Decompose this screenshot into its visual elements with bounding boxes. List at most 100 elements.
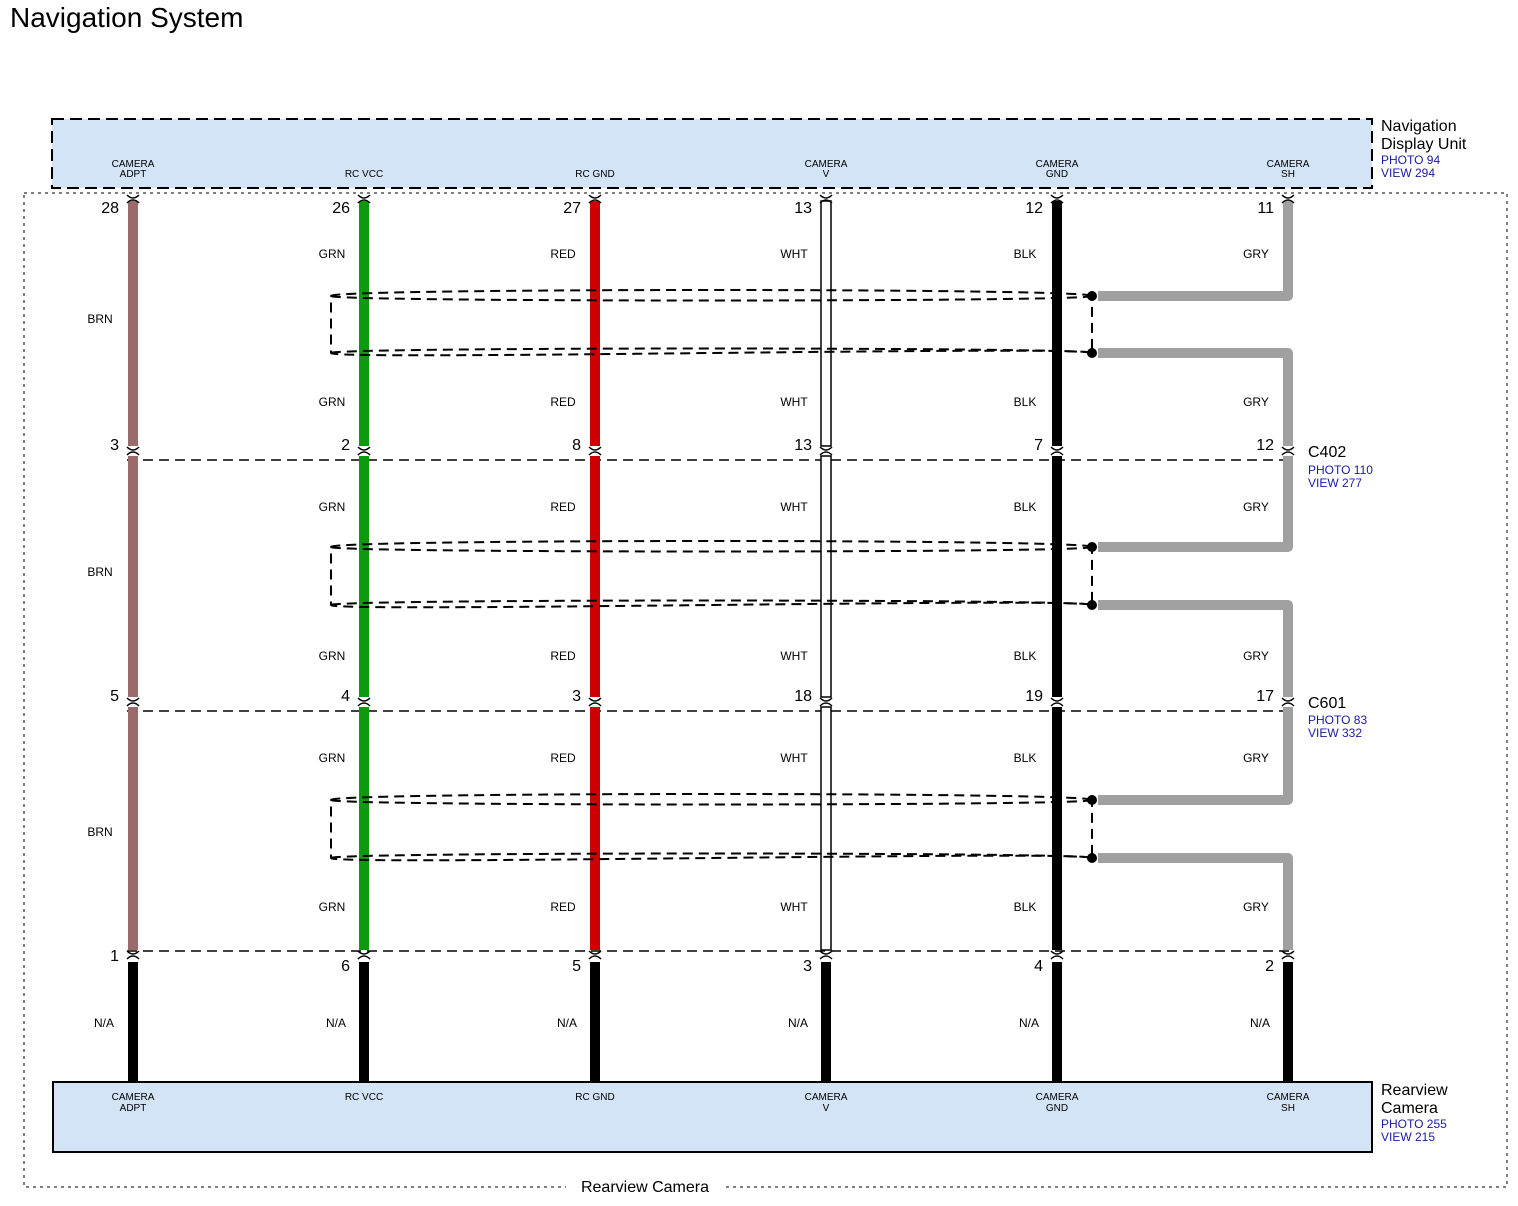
pin-terminal xyxy=(357,950,371,955)
c601-view-link[interactable]: VIEW 332 xyxy=(1308,726,1362,740)
camera-pin-label: GND xyxy=(1046,1103,1068,1114)
wire-na-label: N/A xyxy=(94,1016,114,1030)
pin-number: 1 xyxy=(110,948,119,965)
camera-photo-link[interactable]: PHOTO 255 xyxy=(1381,1117,1447,1131)
pin-terminal xyxy=(588,950,602,955)
pin-terminal xyxy=(357,194,371,199)
nav-pin-label: CAMERA xyxy=(805,159,848,170)
pin-number: 5 xyxy=(572,958,581,975)
c402-view-link[interactable]: VIEW 277 xyxy=(1308,476,1362,490)
wire-color-label: GRN xyxy=(319,900,346,914)
wire-color-label: GRN xyxy=(319,500,346,514)
nav-pin-label: RC GND xyxy=(575,169,614,180)
pin-terminal xyxy=(126,451,140,456)
pin-number: 19 xyxy=(1025,688,1043,705)
wire-color-label: GRY xyxy=(1243,247,1269,261)
pin-number: 6 xyxy=(341,958,350,975)
pin-number: 5 xyxy=(110,688,119,705)
nav-pin-label: SH xyxy=(1281,169,1295,180)
pin-terminal xyxy=(588,955,602,960)
pin-number: 3 xyxy=(803,958,812,975)
pin-terminal xyxy=(1281,702,1295,707)
pin-terminal xyxy=(819,451,833,456)
pin-terminal xyxy=(1050,451,1064,456)
wire-color-label: GRY xyxy=(1243,900,1269,914)
shield-drain-dot xyxy=(1087,853,1097,863)
pin-terminal xyxy=(357,199,371,204)
group-label: Rearview Camera xyxy=(581,1179,709,1196)
pin-terminal xyxy=(126,446,140,451)
wire-color-label: BRN xyxy=(87,825,112,839)
wire-color-label: RED xyxy=(550,751,576,765)
c601-label: C601 xyxy=(1308,695,1346,712)
nav-unit-view-link[interactable]: VIEW 294 xyxy=(1381,166,1435,180)
c601-photo-link[interactable]: PHOTO 83 xyxy=(1308,713,1367,727)
pin-number: 12 xyxy=(1025,200,1043,217)
camera-pin-label: CAMERA xyxy=(112,1092,155,1103)
pin-terminal xyxy=(588,194,602,199)
pin-terminal xyxy=(819,697,833,702)
wire-gry xyxy=(1098,853,1293,950)
pin-number: 18 xyxy=(794,688,812,705)
wire-color-label: WHT xyxy=(780,751,808,765)
pin-terminal xyxy=(1050,199,1064,204)
pin-number: 4 xyxy=(341,688,350,705)
camera-pin-label: ADPT xyxy=(120,1103,147,1114)
pin-terminal xyxy=(819,702,833,707)
wire-na-label: N/A xyxy=(557,1016,577,1030)
pin-terminal xyxy=(588,702,602,707)
shields-layer xyxy=(330,289,1097,863)
pin-terminal xyxy=(357,955,371,960)
pin-terminal xyxy=(588,697,602,702)
camera-pin-label: V xyxy=(823,1103,830,1114)
group-label-bg xyxy=(566,1176,724,1196)
nav-pin-label: RC VCC xyxy=(345,169,383,180)
wire-wht xyxy=(820,455,832,698)
nav-pin-label: CAMERA xyxy=(112,159,155,170)
wire-color-label: BLK xyxy=(1014,247,1037,261)
camera-view-link[interactable]: VIEW 215 xyxy=(1381,1130,1435,1144)
pin-terminal xyxy=(1050,194,1064,199)
pin-terminal xyxy=(1281,955,1295,960)
nav-pin-label: GND xyxy=(1046,169,1068,180)
nav-pin-label: V xyxy=(823,169,830,180)
wire-gry xyxy=(1098,600,1293,697)
camera-pin-label: CAMERA xyxy=(1267,1092,1310,1103)
shield-drain-dot xyxy=(1087,542,1097,552)
pin-number: 3 xyxy=(110,437,119,454)
pin-terminal xyxy=(819,194,833,199)
nav-pin-label: CAMERA xyxy=(1267,159,1310,170)
nav-unit-photo-link[interactable]: PHOTO 94 xyxy=(1381,153,1440,167)
shield-drain-dot xyxy=(1087,795,1097,805)
wire-color-label: RED xyxy=(550,900,576,914)
pin-terminal xyxy=(357,451,371,456)
wire-color-label: BLK xyxy=(1014,900,1037,914)
camera-pin-label: SH xyxy=(1281,1103,1295,1114)
pin-terminal xyxy=(126,697,140,702)
wire-color-label: BRN xyxy=(87,312,112,326)
shield-outline xyxy=(330,295,1093,302)
pin-number: 13 xyxy=(794,437,812,454)
wire-color-label: RED xyxy=(550,500,576,514)
pin-number: 2 xyxy=(341,437,350,454)
page-title: Navigation System xyxy=(10,2,244,33)
wires-layer xyxy=(128,200,1293,1082)
pin-terminal xyxy=(1281,446,1295,451)
camera-name-line1: Rearview xyxy=(1381,1082,1448,1099)
wire-color-label: GRN xyxy=(319,751,346,765)
pin-terminal xyxy=(819,446,833,451)
c402-photo-link[interactable]: PHOTO 110 xyxy=(1308,463,1373,477)
nav-unit-name-line1: Navigation xyxy=(1381,118,1457,135)
wire-na-label: N/A xyxy=(1019,1016,1039,1030)
wire-color-label: GRN xyxy=(319,649,346,663)
wire-gry xyxy=(1098,348,1293,446)
nav-pin-label: ADPT xyxy=(120,169,147,180)
pin-terminal xyxy=(357,446,371,451)
camera-name-line2: Camera xyxy=(1381,1100,1438,1117)
wire-color-label: GRY xyxy=(1243,395,1269,409)
pin-terminal xyxy=(1050,955,1064,960)
nav-display-unit-box[interactable] xyxy=(51,118,1373,189)
wire-color-label: GRY xyxy=(1243,751,1269,765)
wire-color-label: BLK xyxy=(1014,649,1037,663)
rearview-camera-box[interactable] xyxy=(52,1081,1373,1153)
